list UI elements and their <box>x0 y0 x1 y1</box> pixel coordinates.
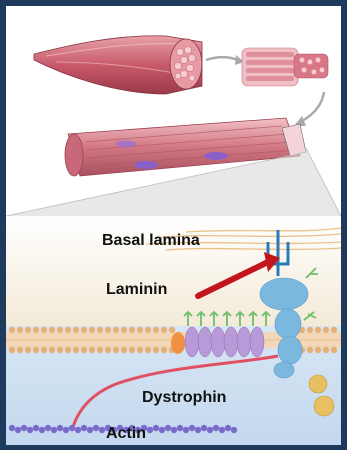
arrow-to-fascicle <box>206 55 244 65</box>
basal-lamina-label: Basal lamina <box>102 232 200 250</box>
orange-membrane-protein <box>171 332 185 354</box>
actin-label: Actin <box>106 425 146 443</box>
muscle-overview-svg <box>6 6 341 216</box>
dystrophin-label: Dystrophin <box>142 389 226 407</box>
whole-muscle <box>34 36 202 94</box>
muscle-overview-panel <box>6 6 341 216</box>
arrow-to-fiber <box>294 92 324 126</box>
fascicle-bundle <box>242 48 328 86</box>
laminin-label: Laminin <box>106 281 167 299</box>
membrane-detail-panel: Basal lamina Laminin Dystrophin Actin <box>6 216 341 445</box>
membrane-detail-svg <box>6 216 341 445</box>
